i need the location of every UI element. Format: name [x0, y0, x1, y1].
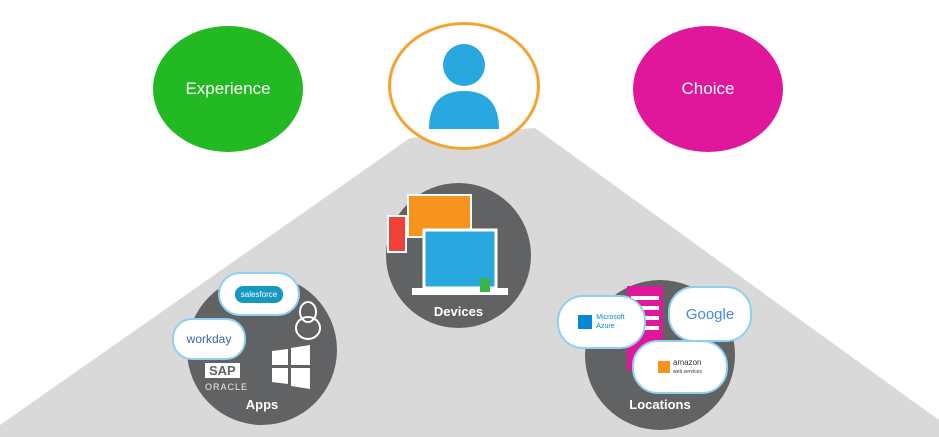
windows-logo — [272, 345, 310, 389]
aws-logo-line2: web services — [673, 368, 702, 375]
google-logo: Google — [685, 305, 735, 323]
azure-windows-icon — [578, 315, 593, 329]
linux-logo — [295, 301, 321, 340]
oracle-logo: ORACLE — [205, 382, 249, 392]
user-icon — [429, 44, 499, 129]
aws-logo-line1: amazon — [673, 357, 702, 367]
azure-logo-line1: Microsoft — [596, 314, 625, 321]
azure-logo-line2: Azure — [596, 323, 615, 330]
devices-hub: Devices — [386, 183, 531, 328]
experience-circle: Experience — [153, 26, 303, 152]
salesforce-cloud: salesforce — [218, 272, 300, 316]
devices-icon — [387, 194, 508, 295]
workday-logo: workday — [186, 332, 232, 346]
devices-label: Devices — [433, 304, 484, 319]
aws-icon — [658, 361, 671, 373]
locations-label: Locations — [629, 397, 691, 412]
workday-cloud: workday — [172, 318, 246, 360]
choice-circle: Choice — [633, 26, 783, 152]
sap-logo: SAP — [205, 363, 240, 378]
choice-label: Choice — [681, 79, 735, 98]
salesforce-logo: salesforce — [234, 285, 284, 303]
user-circle — [388, 22, 540, 150]
apps-label: Apps — [245, 397, 279, 412]
experience-label: Experience — [185, 79, 271, 98]
google-cloud: Google — [668, 286, 752, 342]
